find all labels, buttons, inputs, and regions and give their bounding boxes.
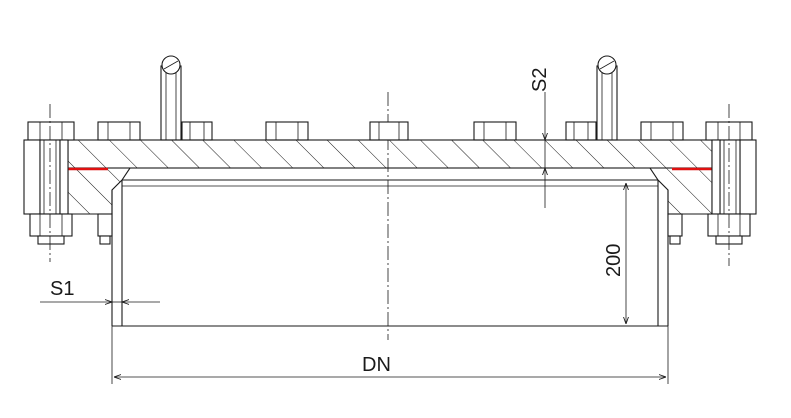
neck-shell xyxy=(111,179,669,327)
lower-flange-left xyxy=(67,167,132,215)
lower-nut-left xyxy=(97,213,113,245)
label-s1: S1 xyxy=(50,278,74,300)
lifting-handle-left xyxy=(160,55,182,141)
bolt-right xyxy=(705,104,757,266)
dimension-s2: S2 xyxy=(529,68,560,208)
lower-flange-right xyxy=(648,167,713,215)
dimension-dn: DN xyxy=(111,326,669,384)
lower-nut-right xyxy=(667,213,683,245)
dimension-height: 200 xyxy=(603,183,626,324)
cover-nuts xyxy=(97,121,684,141)
lifting-handle-right xyxy=(596,55,618,141)
dimension-s1: S1 xyxy=(40,278,160,302)
label-dn: DN xyxy=(362,354,391,376)
bolt-left xyxy=(23,104,75,262)
cover-plate xyxy=(67,139,713,169)
label-height: 200 xyxy=(603,244,625,277)
label-s2: S2 xyxy=(529,68,551,92)
